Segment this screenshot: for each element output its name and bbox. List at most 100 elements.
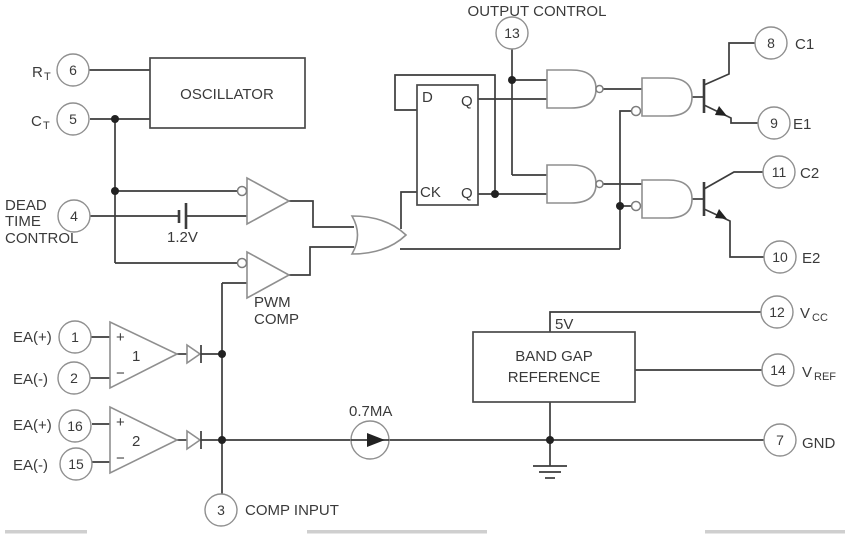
pin-12-number: 12 bbox=[769, 304, 785, 320]
pin-3: 3 bbox=[204, 493, 238, 527]
junction-ct bbox=[111, 115, 119, 123]
pin-10: 10 bbox=[763, 240, 797, 274]
diode1-triangle-icon bbox=[186, 343, 202, 365]
junction-output-control bbox=[508, 76, 516, 84]
and-gate-1 bbox=[630, 77, 693, 117]
pin-16-number: 16 bbox=[67, 418, 83, 434]
transistor2-emitter-arrow-icon bbox=[715, 209, 727, 219]
bottom-strip-2 bbox=[307, 530, 487, 534]
pin-8-label: C1 bbox=[795, 36, 814, 53]
wire-5v-riser bbox=[549, 311, 761, 332]
flipflop-ck-label: CK bbox=[420, 184, 441, 201]
pin-4: 4 bbox=[57, 199, 91, 233]
pin-9-number: 9 bbox=[770, 115, 778, 131]
flipflop-box bbox=[416, 84, 479, 206]
bandgap-label-line2: REFERENCE bbox=[508, 369, 601, 386]
pin-6-number: 6 bbox=[69, 62, 77, 78]
pin-11-circle bbox=[762, 155, 796, 189]
bottom-strip-1 bbox=[5, 530, 87, 534]
dead-time-comparator bbox=[236, 176, 291, 226]
junction-bandgap-gnd bbox=[546, 436, 554, 444]
pin-2-circle bbox=[57, 361, 91, 395]
pin-10-circle bbox=[763, 240, 797, 274]
oscillator-block: OSCILLATOR bbox=[149, 57, 306, 129]
amp2-plus-sign: + bbox=[116, 414, 125, 431]
wire-emitter2-to-pin10 bbox=[703, 208, 764, 258]
pin-3-circle bbox=[204, 493, 238, 527]
battery-voltage-label: 1.2V bbox=[167, 229, 198, 246]
pin-13-label: OUTPUT CONTROL bbox=[468, 3, 607, 20]
flipflop-q-bot-label: Q bbox=[461, 185, 473, 202]
nand2-output-bubble bbox=[595, 179, 604, 189]
wire-pwm-comparator-to-or bbox=[289, 246, 354, 276]
pin-dtc-label-line2: TIME bbox=[5, 213, 41, 230]
pin-dtc-label-line3: CONTROL bbox=[5, 230, 78, 247]
and-gate-2 bbox=[630, 179, 693, 219]
pin-4-number: 4 bbox=[70, 208, 78, 224]
pin-labels: R T C T DEAD TIME CONTROL EA(+) EA(-) EA… bbox=[5, 3, 836, 519]
diode-1 bbox=[186, 343, 202, 365]
pin-11-label: C2 bbox=[800, 165, 819, 182]
nand1-shape bbox=[546, 69, 597, 109]
pin-rt-label: R bbox=[32, 64, 43, 81]
pin-rt-subscript: T bbox=[44, 71, 51, 83]
pin-14: 14 bbox=[761, 353, 795, 387]
pin-12-circle bbox=[760, 295, 794, 329]
junction-diode2 bbox=[218, 436, 226, 444]
bandgap-label-line1: BAND GAP bbox=[515, 348, 593, 365]
wire-collector2-to-pin11 bbox=[703, 171, 763, 190]
bottom-table-edge bbox=[5, 530, 845, 534]
amp1-minus-sign: − bbox=[116, 365, 125, 382]
pin-11: 11 bbox=[762, 155, 796, 189]
diode2-triangle-icon bbox=[186, 429, 202, 451]
wire-or-to-ck bbox=[400, 191, 417, 229]
or-gate bbox=[350, 215, 408, 255]
pin-1-label: EA(+) bbox=[13, 329, 52, 346]
pin-15: 15 bbox=[59, 447, 93, 481]
junction-diode1 bbox=[218, 350, 226, 358]
pin-2: 2 bbox=[57, 361, 91, 395]
pin-7-circle bbox=[763, 423, 797, 457]
pin-6-circle bbox=[56, 53, 90, 87]
pin-1-number: 1 bbox=[71, 329, 79, 345]
pin-9-label: E1 bbox=[793, 116, 811, 133]
junction-dt-input bbox=[111, 187, 119, 195]
junction-dots bbox=[111, 76, 624, 444]
oscillator-label: OSCILLATOR bbox=[180, 86, 274, 103]
ground-icon bbox=[533, 465, 567, 479]
transistor-1 bbox=[702, 79, 727, 116]
pin-dtc-label-line1: DEAD bbox=[5, 197, 47, 214]
amp2-triangle bbox=[109, 405, 179, 475]
nand1-output-bubble bbox=[595, 84, 604, 94]
pin-4-circle bbox=[57, 199, 91, 233]
and1-shape bbox=[641, 77, 693, 117]
pin-16-circle bbox=[58, 409, 92, 443]
nand2-shape bbox=[546, 164, 597, 204]
pin-8-circle bbox=[754, 26, 788, 60]
amp1-triangle bbox=[109, 320, 179, 390]
nand-gate-1 bbox=[546, 69, 604, 109]
pin-7: 7 bbox=[763, 423, 797, 457]
current-source-0p7ma: 0.7MA bbox=[349, 403, 392, 460]
pin-3-label: COMP INPUT bbox=[245, 502, 339, 519]
pin-10-number: 10 bbox=[772, 249, 788, 265]
pin-13-number: 13 bbox=[504, 25, 520, 41]
band-gap-reference-block: BAND GAP REFERENCE 5V bbox=[472, 316, 636, 403]
pin-16-label: EA(+) bbox=[13, 417, 52, 434]
bottom-strip-3 bbox=[705, 530, 845, 534]
diode-2 bbox=[186, 429, 202, 451]
flipflop-d-label: D bbox=[422, 89, 433, 106]
amp2-number: 2 bbox=[132, 433, 140, 450]
bandgap-box bbox=[472, 331, 636, 403]
battery-1v2: 1.2V bbox=[167, 203, 198, 246]
pwm-comparator-invert-bubble bbox=[236, 257, 248, 269]
junction-q-bot bbox=[491, 190, 499, 198]
pin-14-label: V bbox=[802, 364, 812, 381]
pin-12-label: V bbox=[800, 305, 810, 322]
dt-comparator-triangle bbox=[246, 176, 291, 226]
pin-9: 9 bbox=[757, 106, 791, 140]
pin-7-label: GND bbox=[802, 435, 836, 452]
pwm-comp-label-line2: COMP bbox=[254, 311, 299, 328]
pulse-steering-flip-flop: D Q CK Q bbox=[416, 84, 479, 206]
